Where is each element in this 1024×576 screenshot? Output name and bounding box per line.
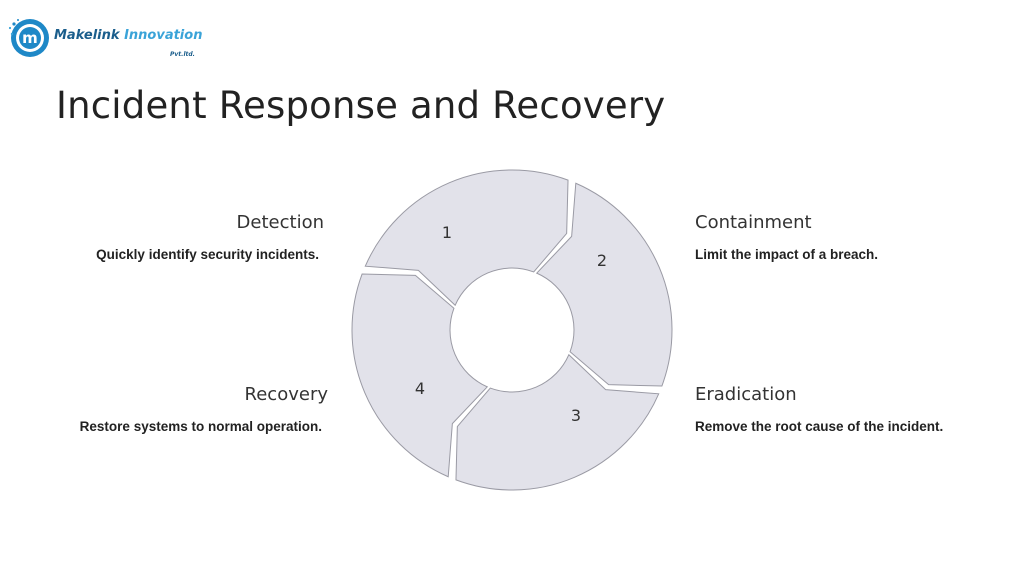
logo-icon: m [8,19,49,57]
page-title: Incident Response and Recovery [56,84,666,127]
step-number-1: 1 [442,223,452,242]
logo-brand-part1: Makelink [54,28,120,43]
step-title-containment: Containment [695,212,812,233]
step-desc-containment: Limit the impact of a breach. [695,247,879,262]
segment-eradication [455,353,660,491]
step-desc-recovery: Restore systems to normal operation. [79,419,322,434]
step-title-recovery: Recovery [244,384,328,405]
step-number-3: 3 [571,406,581,425]
step-desc-eradication: Remove the root cause of the incident. [695,419,944,434]
segment-recovery [351,273,489,478]
segment-containment [535,182,673,387]
step-number-4: 4 [415,379,425,398]
cycle-diagram: 1 2 3 4 [351,169,673,491]
step-desc-detection: Quickly identify security incidents. [96,247,319,262]
logo-subtitle: Pvt.ltd. [170,51,195,58]
logo-brand: Makelink Innovation [54,28,202,43]
step-title-detection: Detection [236,212,324,233]
logo-icon-letter: m [22,29,38,47]
step-number-2: 2 [597,251,607,270]
logo-brand-part2: Innovation [124,28,203,43]
segment-detection [364,169,569,307]
company-logo: m Makelink Innovation Pvt.ltd. [6,14,206,62]
step-title-eradication: Eradication [695,384,797,405]
